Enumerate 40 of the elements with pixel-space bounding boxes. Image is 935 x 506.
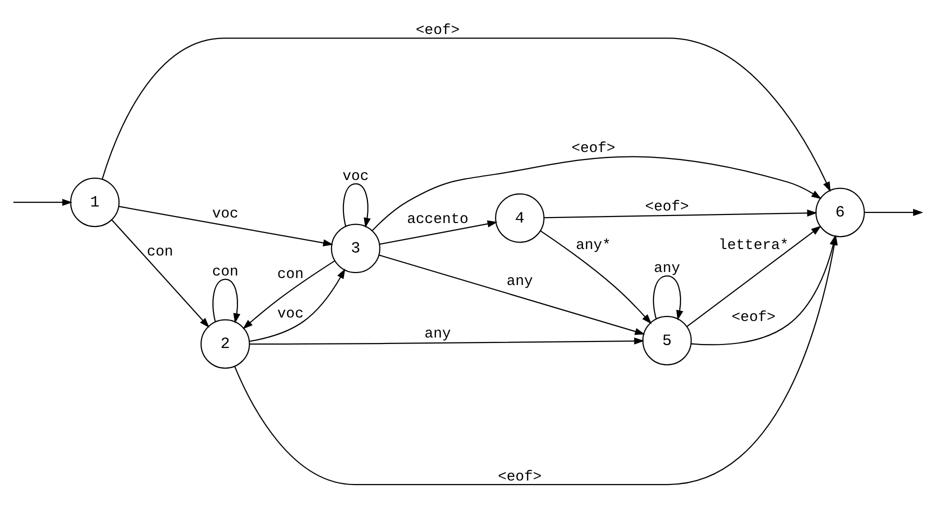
edge-label: <eof> — [498, 468, 542, 485]
node-circle: 6 — [815, 187, 865, 237]
node-circle: 2 — [200, 318, 250, 368]
arrow — [212, 278, 240, 323]
arrow — [111, 218, 210, 328]
edge-label: con — [277, 266, 304, 283]
arrow — [544, 208, 818, 218]
node-circle: 4 — [495, 192, 544, 242]
arrow — [864, 208, 924, 216]
edge-label: <eof> — [645, 199, 689, 216]
arrow — [242, 260, 336, 329]
arrow — [102, 37, 831, 192]
edge-label: accento — [407, 212, 468, 228]
arrow — [118, 205, 334, 246]
edge-label: <eof> — [732, 309, 776, 326]
edge-label: any — [654, 260, 680, 276]
arrow — [250, 336, 644, 344]
edge-label: <eof> — [416, 22, 460, 39]
node-circle: 3 — [330, 223, 380, 273]
node-circle: 1 — [70, 177, 120, 227]
edge-label: con — [212, 264, 238, 280]
arrow — [378, 254, 646, 334]
edge-label: lettera* — [718, 237, 789, 254]
arrow — [13, 198, 72, 206]
edge-label: <eof> — [571, 140, 616, 157]
arrow — [653, 274, 684, 320]
edge-label: any — [506, 273, 533, 290]
arrow — [686, 225, 822, 327]
edge-label: any — [424, 326, 451, 342]
edge-label: voc — [342, 168, 369, 184]
arrow — [380, 220, 498, 244]
arrow — [249, 268, 346, 342]
edge-label: voc — [277, 306, 304, 322]
node-circle: 5 — [642, 315, 692, 365]
arrow — [342, 182, 371, 228]
arrow — [540, 230, 652, 324]
edge-label: any* — [576, 237, 611, 254]
arrow — [372, 156, 822, 231]
edge-label: con — [146, 244, 174, 260]
edge-label: voc — [212, 206, 238, 222]
